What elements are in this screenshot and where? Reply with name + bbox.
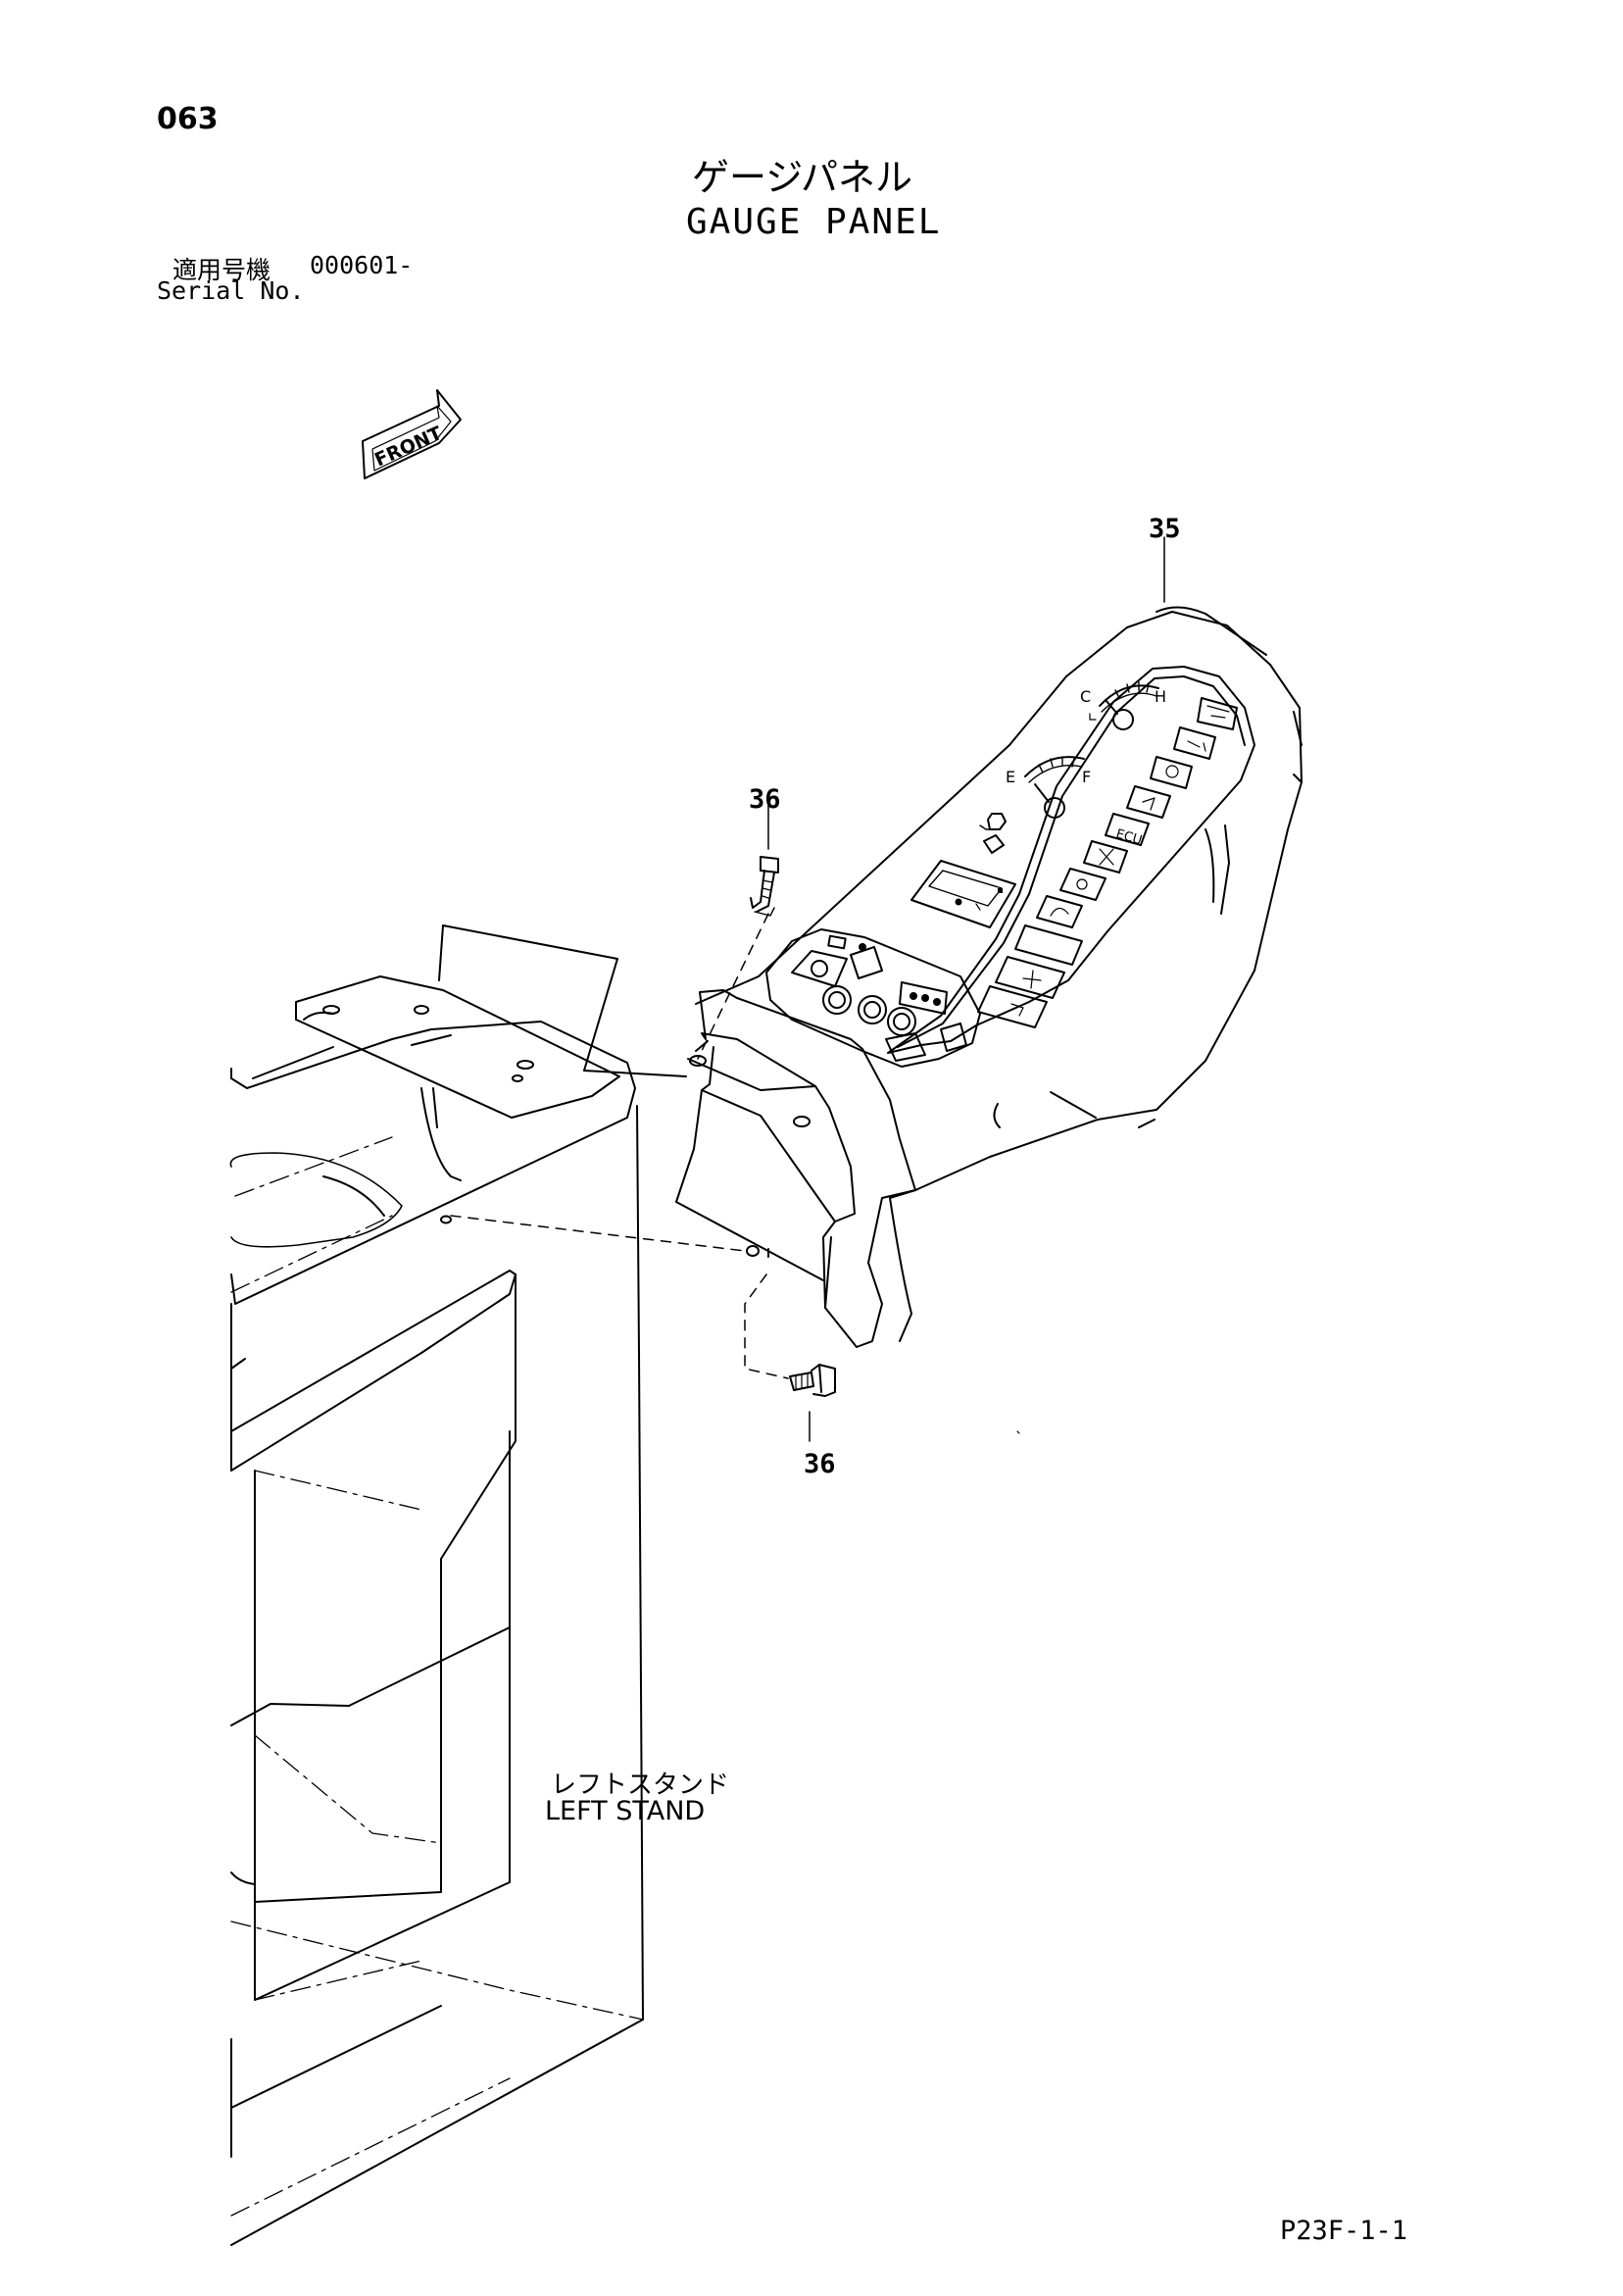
gauge-panel-housing [676,607,1302,1347]
left-stand-frame [230,1022,643,2245]
hour-meter-display [911,835,1015,927]
serial-label-japanese: 適用号機 [172,256,271,284]
temperature-gauge-icon: C H [1080,682,1166,729]
instrument-panel-face [888,667,1254,1053]
serial-label-english: Serial No. [157,276,305,305]
front-arrow-label: FRONT [371,423,445,472]
left-stand-label-japanese: レフトスタンド [551,1771,730,1800]
ecu-label: ECU [1114,826,1144,848]
lower-switch-panel [766,929,980,1067]
fuel-gauge-icon: E F [980,757,1091,829]
callout-36-top: 36 [749,784,781,815]
front-arrow-icon: FRONT [363,390,461,478]
temp-hot-label: H [1155,687,1166,706]
fuel-full-label: F [1082,768,1091,786]
mounting-bracket [296,925,686,1223]
title-english: GAUGE PANEL [686,202,942,242]
serial-range: 000601- [310,251,414,279]
bolt-36-top-icon [751,857,778,916]
title-japanese: ゲージパネル [692,156,912,199]
callout-36-bottom: 36 [804,1449,836,1479]
left-stand-label-english: LEFT STAND [545,1796,706,1826]
temp-cold-label: C [1080,687,1091,706]
page-number: 063 [157,102,219,136]
page-reference: P23F-1-1 [1280,2216,1408,2246]
leader-lines [768,537,1164,1441]
callout-35: 35 [1149,514,1181,544]
alignment-dashed-lines [451,914,788,1378]
fuel-empty-label: E [1006,768,1015,786]
stray-mark [1017,1431,1019,1433]
bolt-36-bottom-icon [790,1365,835,1396]
indicator-switch-column: ECU [978,698,1237,1027]
